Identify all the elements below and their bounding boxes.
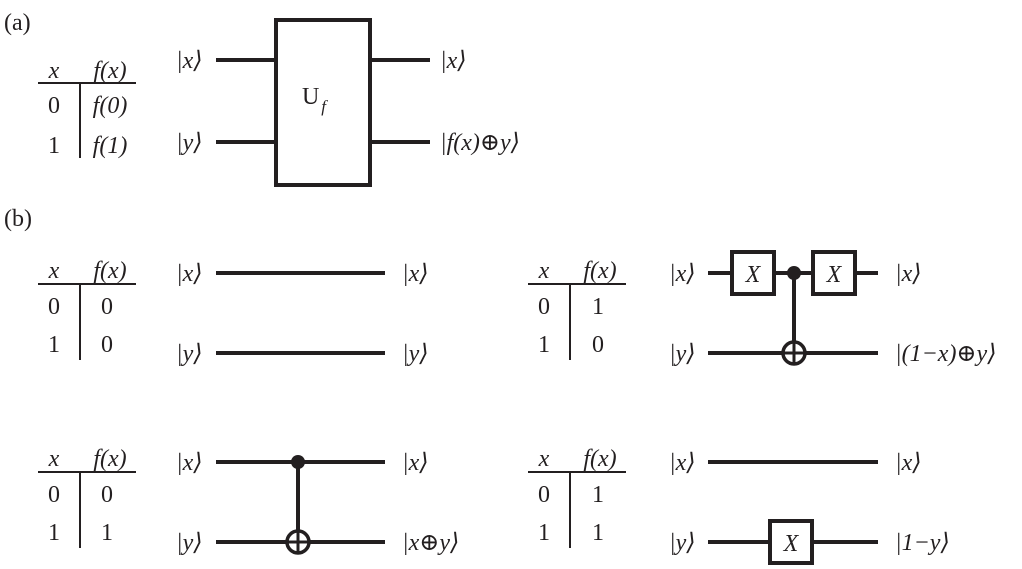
- table-cell-x: 0: [48, 93, 60, 119]
- input-ket-x: |x⟩: [669, 450, 696, 476]
- truth-table: x f(x) 0 1 1 1: [528, 446, 626, 548]
- table-cell-fx: 0: [101, 332, 113, 358]
- input-ket-x: |x⟩: [176, 48, 203, 74]
- input-ket-x: |x⟩: [669, 261, 696, 287]
- control-dot: [787, 266, 801, 280]
- table-cell-x: 1: [48, 332, 60, 358]
- x-gate-box: [768, 519, 814, 565]
- output-ket-not-x-xor-y: |(1−x)⊕y⟩: [895, 341, 997, 367]
- output-ket-x: |x⟩: [402, 261, 429, 287]
- table-header-x: x: [538, 446, 550, 472]
- table-header-fx: f(x): [583, 446, 616, 472]
- output-ket-one-minus-y: |1−y⟩: [895, 530, 950, 556]
- input-ket-y: |y⟩: [176, 130, 203, 156]
- table-cell-fx: 1: [101, 520, 113, 546]
- table-cell-fx: f(0): [93, 93, 128, 119]
- table-cell-x: 0: [538, 294, 550, 320]
- circuit-identity: x f(x) 0 0 1 1 |x⟩ |y⟩ |x⟩ |x⊕y⟩: [38, 446, 459, 556]
- output-ket-fx-xor-y: |f(x)⊕y⟩: [440, 130, 520, 156]
- output-ket-y: |y⟩: [402, 341, 429, 367]
- input-ket-y: |y⟩: [669, 341, 696, 367]
- table-cell-fx: 0: [101, 294, 113, 320]
- table-cell-x: 1: [538, 332, 550, 358]
- table-header-fx: f(x): [93, 258, 126, 284]
- input-ket-x: |x⟩: [176, 450, 203, 476]
- x-gate-label: X: [826, 262, 843, 288]
- table-cell-fx: 0: [592, 332, 604, 358]
- truth-table: x f(x) 0 0 1 1: [38, 446, 136, 548]
- table-cell-x: 0: [48, 294, 60, 320]
- table-cell-fx: f(1): [93, 133, 128, 159]
- table-cell-fx: 1: [592, 520, 604, 546]
- table-header-x: x: [48, 446, 60, 472]
- x-gate-box: [730, 250, 776, 296]
- output-ket-x: |x⟩: [895, 261, 922, 287]
- table-cell-x: 0: [48, 482, 60, 508]
- panel-a-label: (a): [4, 10, 31, 36]
- panel-b: (b) x f(x) 0 0 1 0 |x⟩ |y⟩ |x⟩ |y⟩ x: [4, 206, 997, 565]
- input-ket-y: |y⟩: [176, 341, 203, 367]
- table-header-fx: f(x): [93, 58, 126, 84]
- table-header-x: x: [48, 258, 60, 284]
- truth-table: x f(x) 0 1 1 0: [528, 258, 626, 360]
- uf-gate-box: [274, 18, 372, 187]
- output-ket-x: |x⟩: [895, 450, 922, 476]
- table-header-fx: f(x): [93, 446, 126, 472]
- output-ket-x: |x⟩: [440, 48, 467, 74]
- table-cell-fx: 1: [592, 482, 604, 508]
- table-cell-fx: 0: [101, 482, 113, 508]
- circuit-constant-zero: x f(x) 0 0 1 0 |x⟩ |y⟩ |x⟩ |y⟩: [38, 258, 429, 367]
- panel-b-label: (b): [4, 206, 32, 232]
- table-header-fx: f(x): [583, 258, 616, 284]
- control-dot: [291, 455, 305, 469]
- table-cell-x: 1: [48, 133, 60, 159]
- output-ket-x: |x⟩: [402, 450, 429, 476]
- truth-table-a: x f(x) 0 f(0) 1 f(1): [38, 58, 136, 159]
- table-header-x: x: [538, 258, 550, 284]
- table-header-x: x: [48, 58, 60, 84]
- input-ket-x: |x⟩: [176, 261, 203, 287]
- table-cell-x: 0: [538, 482, 550, 508]
- output-ket-x-xor-y: |x⊕y⟩: [402, 530, 459, 556]
- x-gate-label: X: [745, 262, 762, 288]
- input-ket-y: |y⟩: [176, 530, 203, 556]
- circuit-constant-one: x f(x) 0 1 1 1 |x⟩ |y⟩ X |x⟩ |1−y⟩: [528, 446, 950, 565]
- table-cell-fx: 1: [592, 294, 604, 320]
- input-ket-y: |y⟩: [669, 530, 696, 556]
- circuit-negation: x f(x) 0 1 1 0 |x⟩ |y⟩ X X |x⟩ |(1−x: [528, 250, 997, 367]
- table-cell-x: 1: [538, 520, 550, 546]
- truth-table: x f(x) 0 0 1 0: [38, 258, 136, 360]
- table-cell-x: 1: [48, 520, 60, 546]
- x-gate-label: X: [783, 531, 800, 557]
- x-gate-box: [811, 250, 857, 296]
